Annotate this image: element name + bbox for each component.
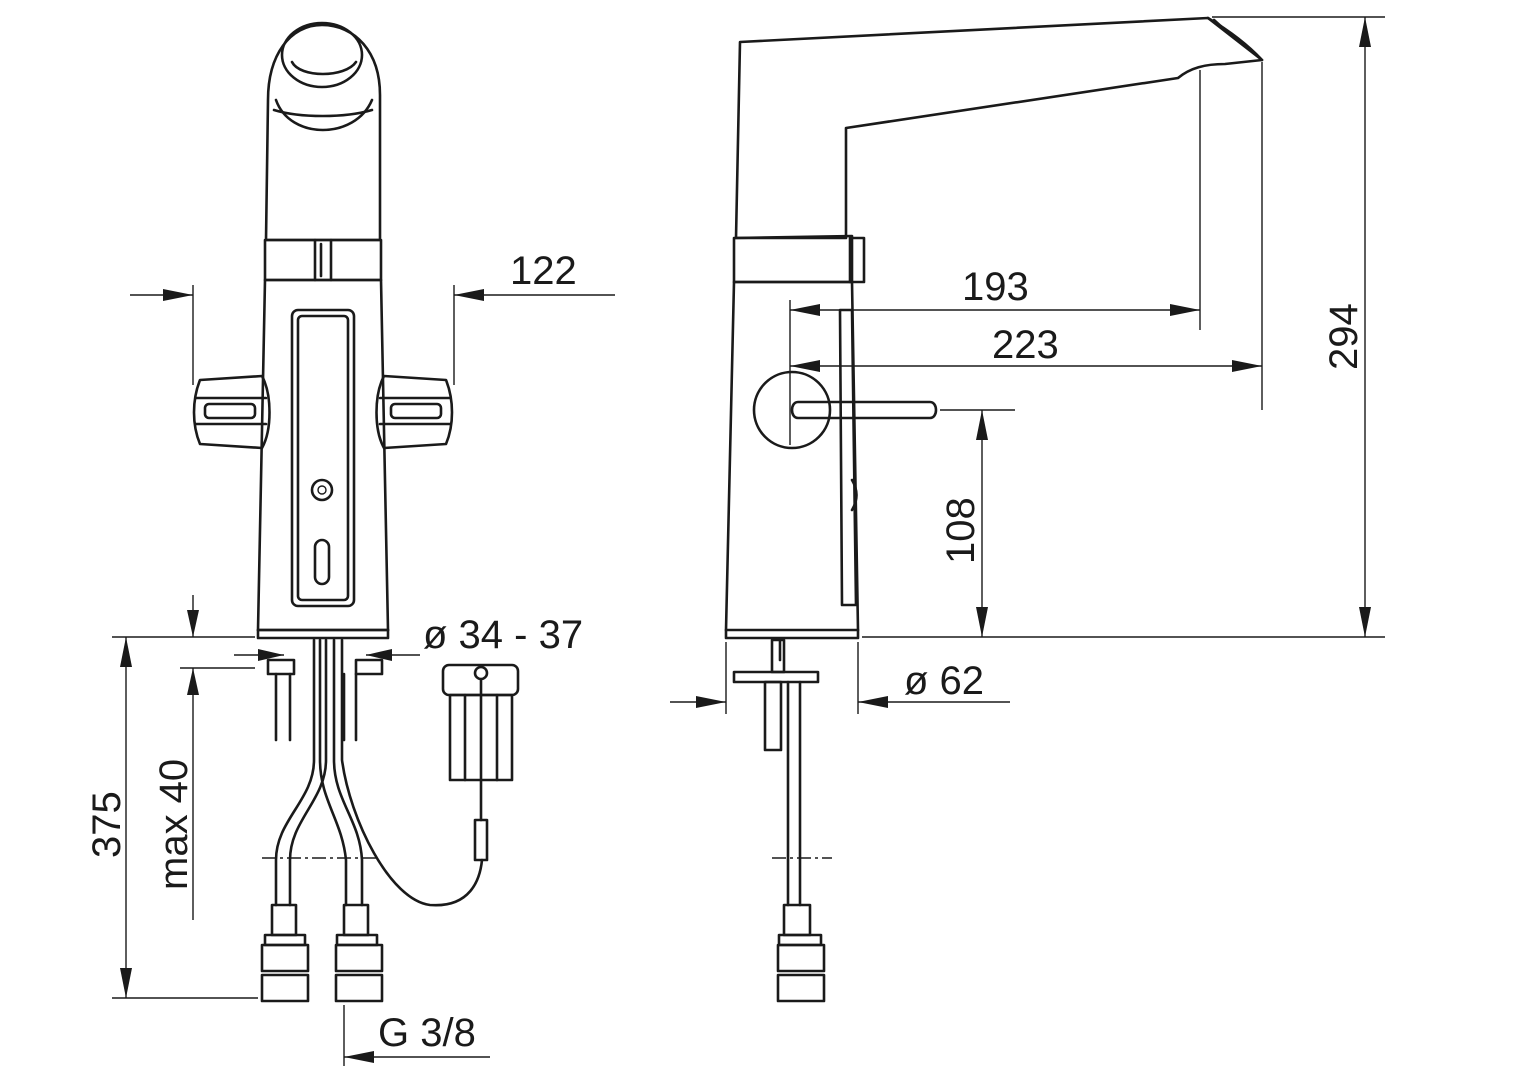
front-knob-left	[192, 374, 271, 450]
dim-223: 223	[790, 62, 1263, 410]
front-collar	[263, 238, 383, 282]
dim-base-diameter: ø 62	[670, 642, 1010, 714]
dim-hole-diameter-label: ø 34 - 37	[423, 613, 583, 657]
side-fitting	[776, 903, 826, 1003]
front-fittings-left	[260, 903, 310, 1003]
dim-375-label: 375	[85, 791, 129, 858]
side-lever	[752, 370, 938, 450]
front-spout-head	[264, 21, 382, 242]
front-knob-right	[375, 374, 454, 450]
dim-294: 294	[862, 16, 1385, 638]
dim-base-diameter-label: ø 62	[904, 659, 984, 703]
dim-thread-label: G 3/8	[378, 1011, 476, 1055]
side-body	[724, 280, 860, 640]
dim-122-label: 122	[510, 249, 577, 293]
dim-294-label: 294	[1322, 303, 1366, 370]
front-power-box	[441, 663, 520, 862]
front-hoses	[262, 638, 484, 907]
dim-max-40: max 40	[152, 595, 255, 920]
dim-max-40-label: max 40	[152, 759, 196, 890]
dim-hole-diameter: ø 34 - 37	[234, 613, 583, 661]
side-mounting	[732, 638, 832, 907]
dim-223-label: 223	[992, 323, 1059, 367]
front-view: 122 ø 34 - 37 max 40 375	[85, 21, 615, 1066]
dim-193: 193	[789, 70, 1201, 445]
front-body	[256, 278, 390, 640]
dim-108-label: 108	[939, 497, 983, 564]
dim-108: 108	[939, 409, 1015, 637]
dim-thread: G 3/8	[343, 1005, 490, 1066]
dim-193-label: 193	[962, 265, 1029, 309]
side-collar	[732, 234, 866, 284]
dim-122: 122	[130, 249, 615, 385]
front-fittings-right	[334, 903, 384, 1003]
side-view: 193 223 294 108	[670, 16, 1385, 1003]
side-spout	[734, 16, 1264, 240]
dim-375: 375	[85, 636, 258, 999]
front-mounting	[266, 658, 384, 742]
